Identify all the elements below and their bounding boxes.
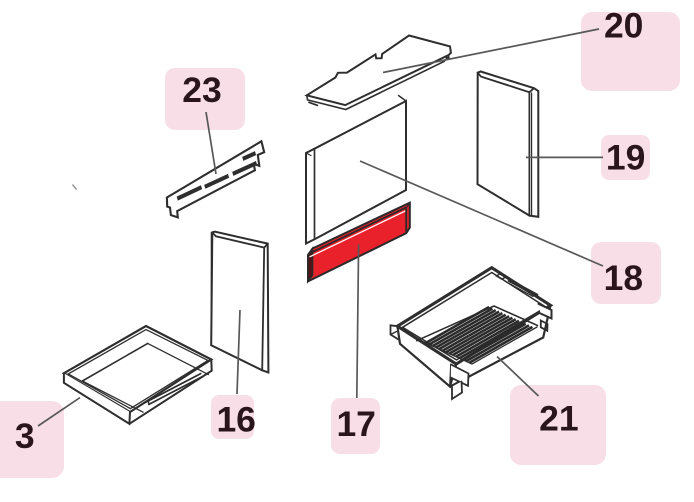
svg-text:17: 17 xyxy=(336,404,376,444)
svg-text:16: 16 xyxy=(216,400,256,440)
svg-text:20: 20 xyxy=(604,6,644,46)
svg-text:21: 21 xyxy=(539,398,579,438)
svg-text:3: 3 xyxy=(15,416,35,456)
svg-text:19: 19 xyxy=(606,138,646,178)
svg-text:18: 18 xyxy=(604,258,644,298)
svg-text:23: 23 xyxy=(182,70,222,110)
